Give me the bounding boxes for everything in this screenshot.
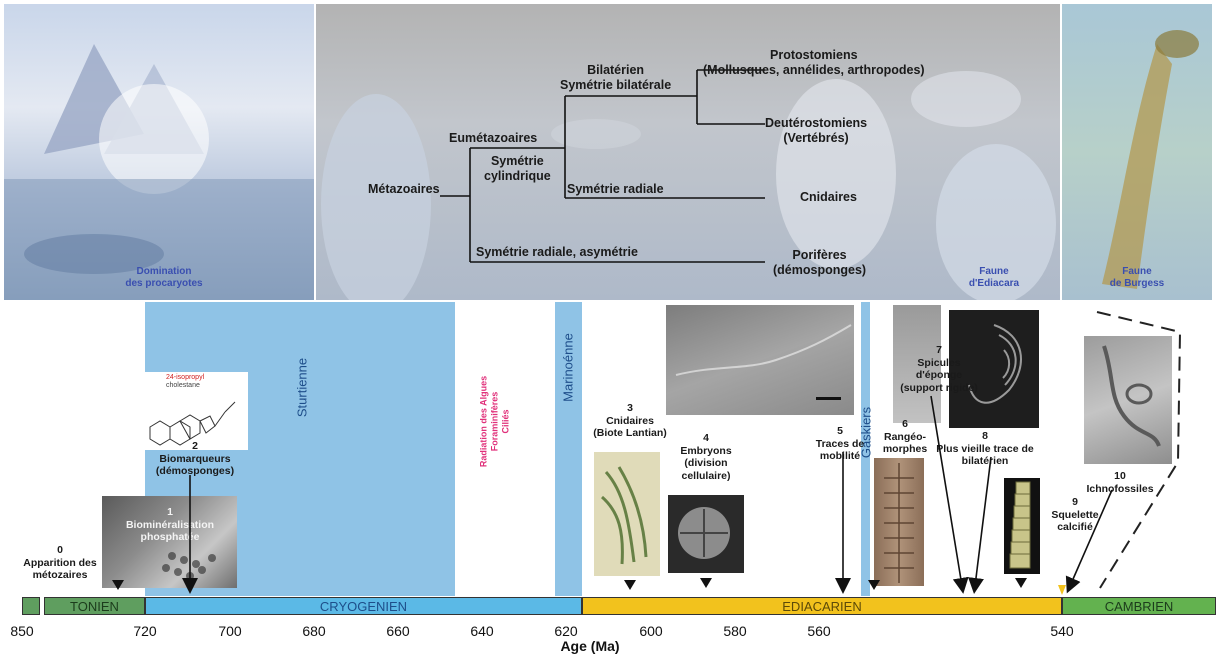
bilaterian-trace-photo (949, 310, 1039, 428)
event-9-label: 9 Squelette calcifié (1051, 496, 1099, 533)
cnidarian-fossil-icon (600, 466, 648, 565)
cnidaire-lantian-photo (594, 452, 660, 576)
period-cambrien: CAMBRIEN (1062, 597, 1216, 615)
event-6-label: 6 Rangéo- morphes (882, 418, 928, 455)
tree-eumetazoaires: Eumétazoaires (449, 131, 538, 145)
tick-580: 580 (723, 623, 747, 639)
period-ediacarien: EDIACARIEN (582, 597, 1062, 615)
tick-680: 680 (302, 623, 326, 639)
cloudina-tube-icon (1009, 481, 1031, 569)
burgess-panel: Faune de Burgess (1062, 4, 1212, 300)
tree-metazoaires: Métazoaires (368, 182, 440, 196)
ediacara-panel: Faune d'Ediacara (316, 4, 1060, 300)
event-2-label: 2 Biomarqueurs (démosponges) (155, 440, 235, 477)
gaskiers-glaciation-band (861, 302, 870, 596)
biomarker-inset-black-label: cholestane (166, 382, 200, 389)
marinoan-glaciation-band (555, 302, 582, 596)
prokaryote-caption: Domination des procaryotes (125, 266, 203, 289)
axis-break-block (22, 597, 40, 615)
steroid-rings-icon (149, 401, 236, 446)
tree-symetrie-radiale: Symétrie radiale (567, 182, 664, 196)
event-4-label: 4 Embryons (division cellulaire) (680, 432, 732, 482)
embryo-cell-icon (678, 507, 730, 559)
event-8-label: 8 Plus vieille trace de bilatérien (936, 430, 1034, 467)
tick-640: 640 (470, 623, 494, 639)
tick-600: 600 (639, 623, 663, 639)
tick-660: 660 (386, 623, 410, 639)
burgess-creature (1102, 30, 1199, 289)
tree-symetrie-cylindrique: Symétrie cylindrique (484, 154, 551, 183)
axis-label: Age (Ma) (560, 638, 620, 654)
tick-700: 700 (218, 623, 242, 639)
trace-fossil-photo (666, 305, 854, 415)
period-tonien: TONIEN (44, 597, 145, 615)
tick-560: 560 (807, 623, 831, 639)
prokaryote-landscape (4, 44, 314, 300)
squelette-calcifie-photo (1004, 478, 1040, 574)
phosphate-mesh-icon (162, 552, 216, 580)
tree-symetrie-radiale-asymetrie: Symétrie radiale, asymétrie (476, 245, 638, 259)
rangeomorph-frond-icon (884, 463, 914, 583)
tree-protostomiens: Protostomiens (Mollusques, annélides, ar… (703, 48, 925, 77)
event-0-label: 0 Apparition des métozaires (23, 544, 97, 581)
tick-540: 540 (1050, 623, 1074, 639)
ediacara-background (321, 71, 1056, 300)
rangeomorph-photo (874, 458, 924, 586)
tick-850: 850 (10, 623, 34, 639)
ichnofossil-trail-icon (1102, 345, 1161, 447)
embryon-photo (668, 495, 744, 573)
event-3-label: 3 Cnidaires (Biote Lantian) (593, 402, 667, 439)
phylogeny-tree (440, 69, 765, 263)
biomarker-structure-image: 24-isopropyl cholestane (140, 372, 248, 450)
tree-bilaterien: Bilatérien Symétrie bilatérale (560, 63, 672, 92)
bilaterian-burrow-icon (968, 324, 1022, 404)
tree-cnidaires: Cnidaires (800, 190, 857, 204)
ichnofossile-photo (1084, 336, 1172, 464)
mobility-trace-icon (675, 324, 852, 400)
biomarker-inset-red-label: 24-isopropyl (166, 374, 205, 381)
event-5-label: 5 Traces de mobilité (815, 425, 865, 462)
tree-deuterostomiens: Deutérostomiens (Vertébrés) (765, 116, 868, 145)
event-10-label: 10 Ichnofossiles (1086, 470, 1154, 495)
prokaryote-panel: Domination des procaryotes (4, 4, 314, 300)
event-1-label: 1 Biominéralisation phosphatée (125, 506, 215, 543)
event-7-label: 7 Spicules d'éponge (support rigide) (900, 344, 978, 394)
tick-620: 620 (554, 623, 578, 639)
burgess-caption: Faune de Burgess (1109, 266, 1165, 289)
tree-poriferes: Porifères (démosponges) (773, 248, 867, 277)
biomineralisation-photo (102, 496, 237, 588)
tick-720: 720 (133, 623, 157, 639)
period-cryogenien: CRYOGENIEN (145, 597, 582, 615)
ediacara-caption: Faune d'Ediacara (968, 266, 1020, 289)
